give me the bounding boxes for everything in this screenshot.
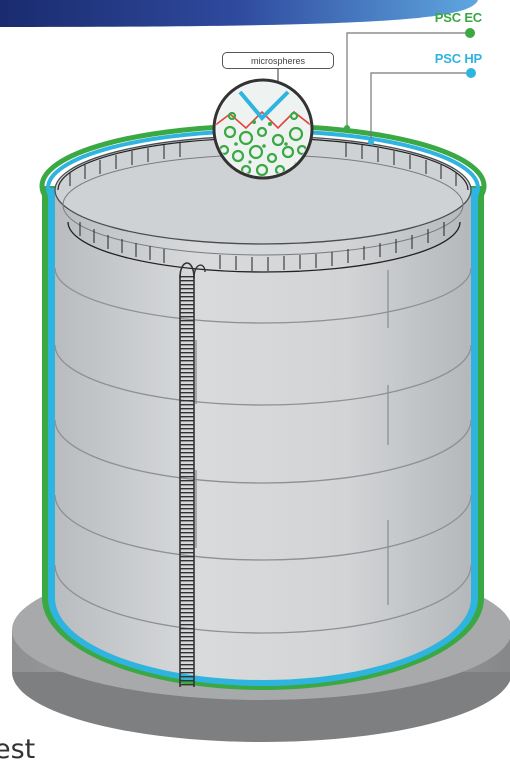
microspheres-magnifier <box>212 69 314 180</box>
tank-body <box>54 190 472 680</box>
psc-ec-label: PSC EC <box>434 10 482 25</box>
partial-caption-text: est <box>0 734 36 765</box>
leader-line-psc-ec <box>344 28 475 131</box>
psc-hp-label: PSC HP <box>434 51 482 66</box>
leader-line-psc-hp <box>368 68 476 145</box>
microspheres-label: microspheres <box>222 52 334 69</box>
ladder <box>179 262 206 687</box>
tank-roof <box>54 135 472 273</box>
header-banner <box>0 0 478 27</box>
